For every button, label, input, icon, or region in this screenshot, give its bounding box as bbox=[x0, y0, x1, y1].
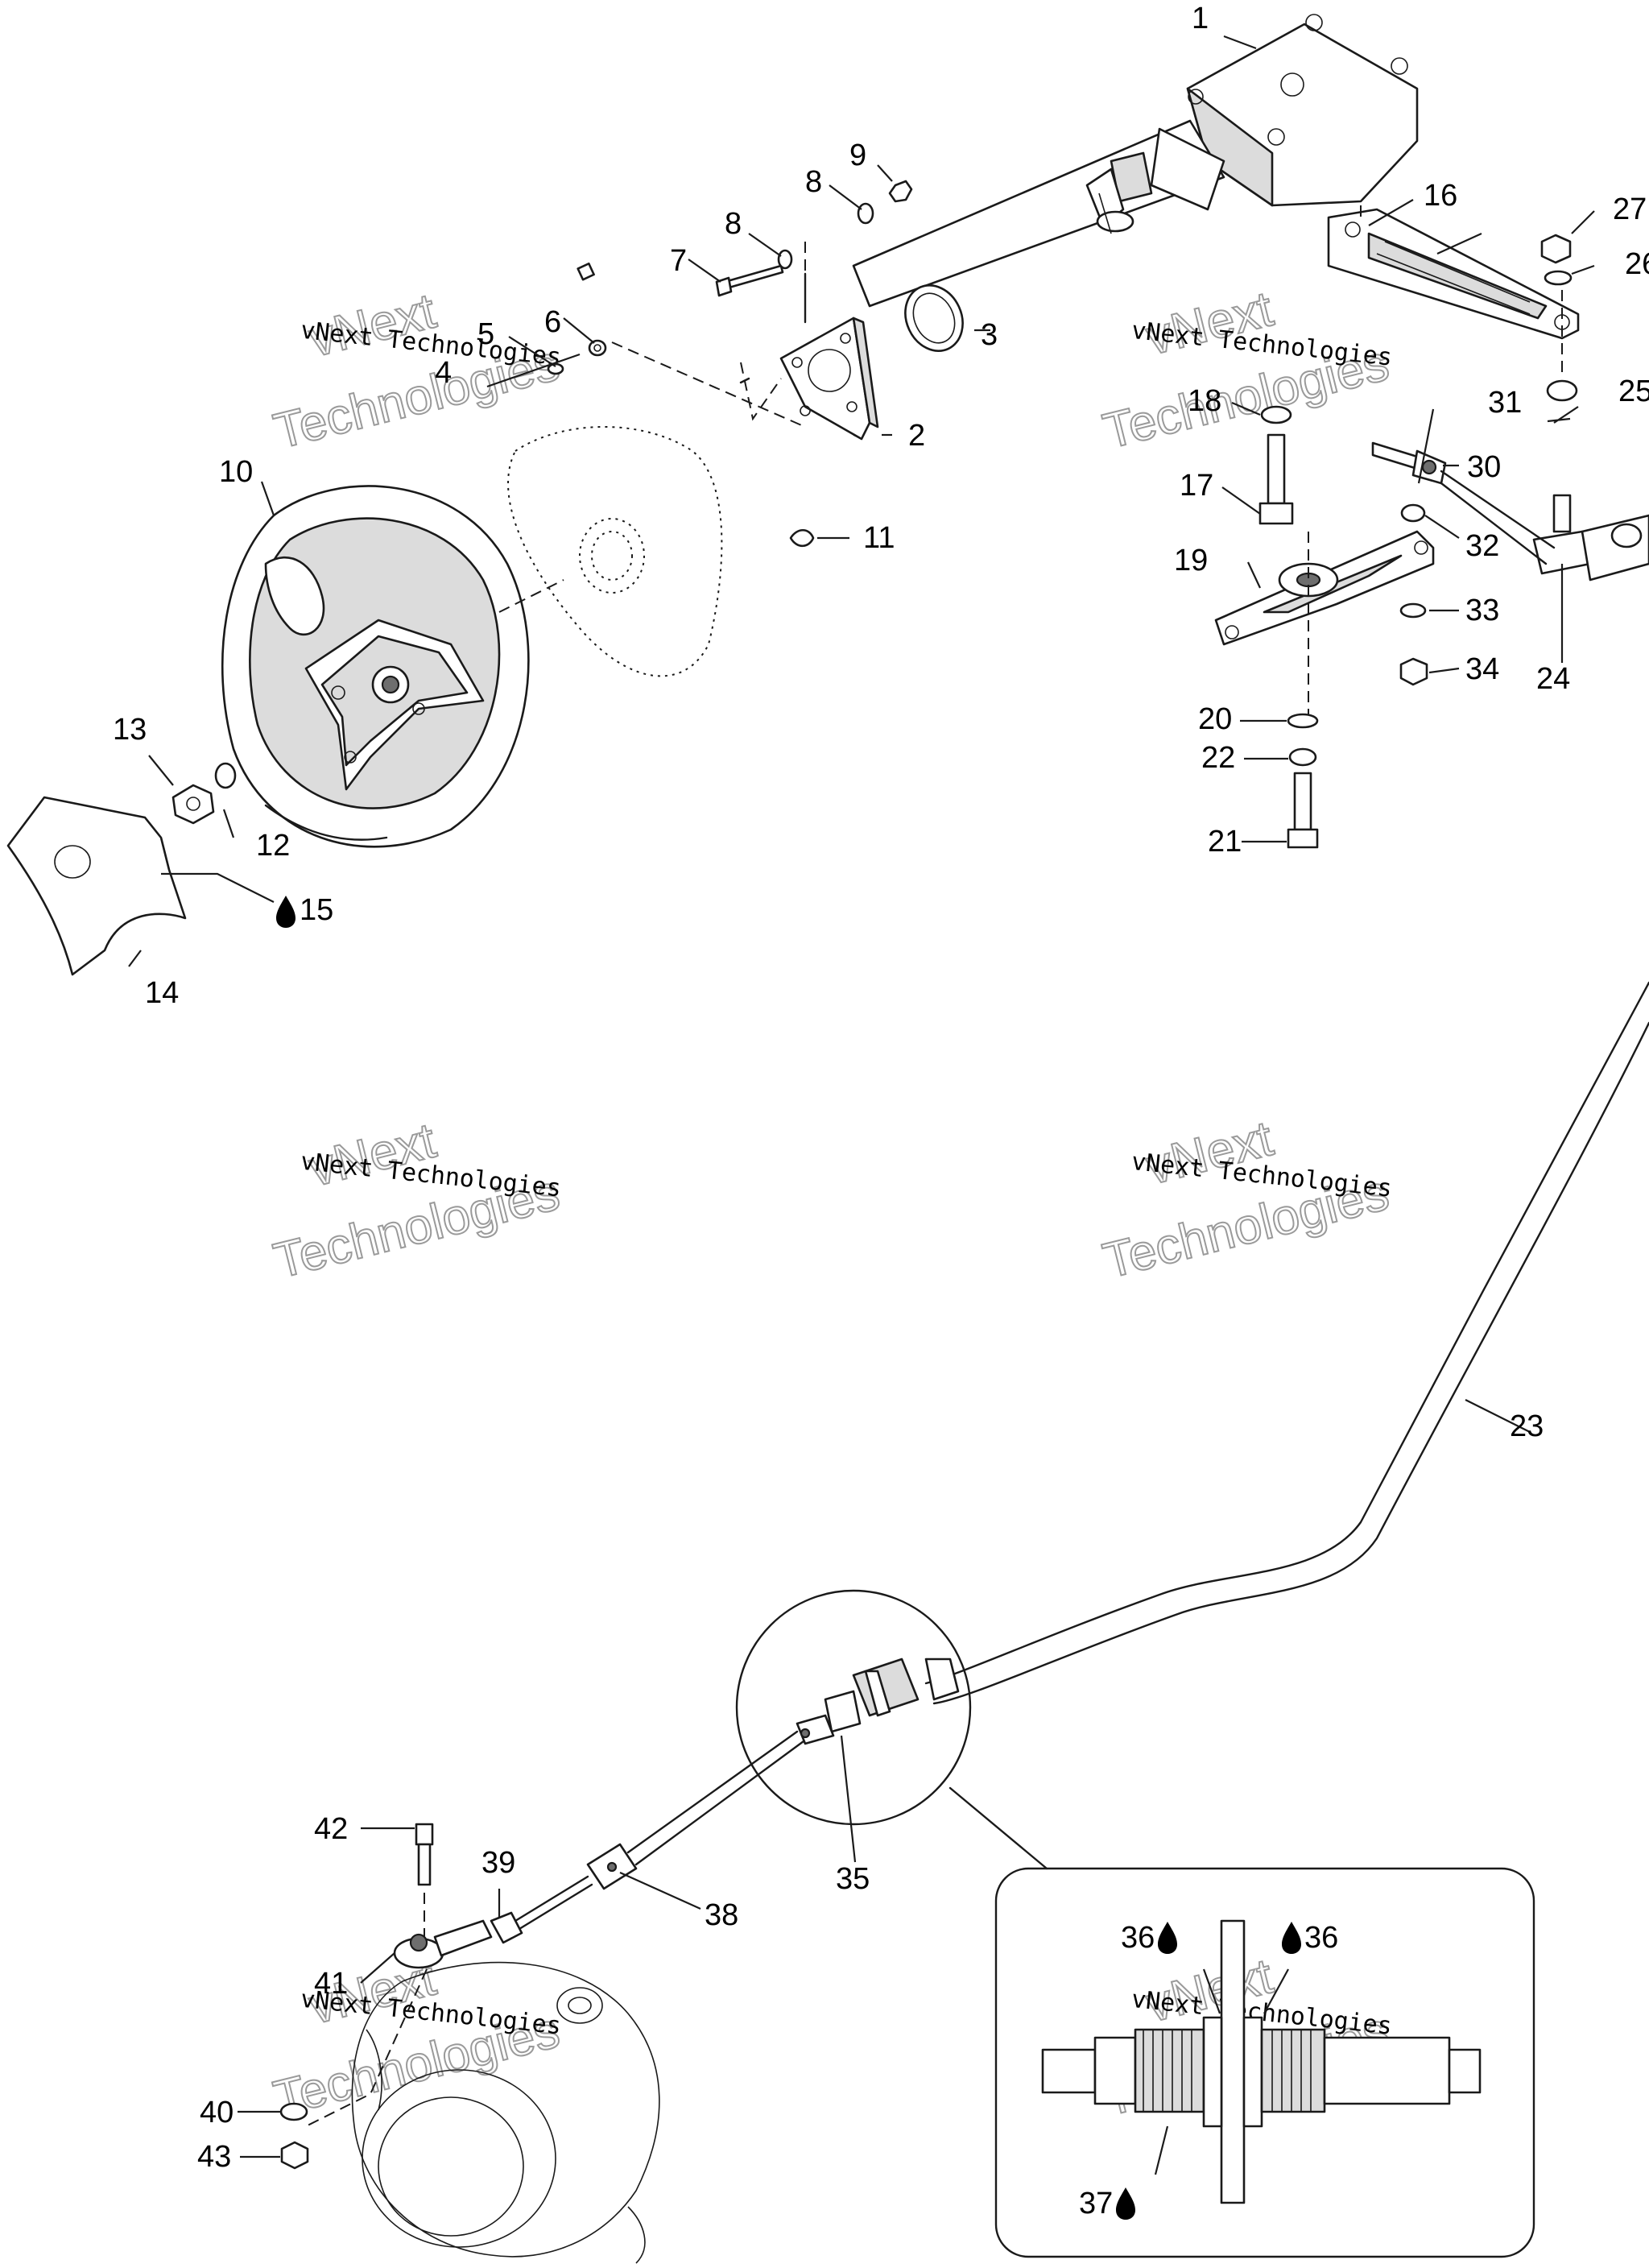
callout-2: 2 bbox=[908, 419, 925, 453]
oil-drop-icon bbox=[1158, 1922, 1177, 1954]
part-26-washer bbox=[1544, 270, 1573, 286]
part-13-nut bbox=[172, 784, 215, 825]
part-38-cable-rod bbox=[514, 1730, 805, 1931]
callout-15-group: 15 bbox=[276, 893, 333, 928]
callout-40: 40 bbox=[200, 2096, 234, 2129]
callout-7: 7 bbox=[670, 244, 687, 278]
ghost-outline bbox=[507, 426, 723, 677]
callout-37-group: 37 bbox=[1079, 2187, 1135, 2220]
callout-26: 26 bbox=[1625, 247, 1649, 281]
part-14-center-pad bbox=[6, 796, 187, 976]
part-39-jam-nut bbox=[490, 1911, 523, 1944]
callout-35: 35 bbox=[836, 1862, 870, 1896]
callout-18: 18 bbox=[1188, 384, 1221, 418]
callout-38: 38 bbox=[705, 1898, 738, 1932]
part-24-pivot bbox=[1532, 494, 1649, 581]
callout-9: 9 bbox=[849, 139, 866, 172]
callout-23: 23 bbox=[1510, 1409, 1544, 1443]
part-1-steering-column-housing bbox=[852, 14, 1419, 308]
part-16-bracket bbox=[1327, 205, 1580, 340]
part-21-bolt bbox=[1287, 772, 1319, 849]
callout-1: 1 bbox=[1192, 2, 1209, 35]
part-43-nut bbox=[280, 2141, 309, 2170]
callout-16: 16 bbox=[1424, 179, 1457, 213]
callout-8a: 8 bbox=[725, 207, 742, 241]
callout-21: 21 bbox=[1208, 825, 1242, 859]
callout-25: 25 bbox=[1618, 375, 1649, 408]
callout-30: 30 bbox=[1467, 450, 1501, 484]
callout-20: 20 bbox=[1198, 702, 1232, 736]
callout-14: 14 bbox=[145, 976, 179, 1010]
callout-19: 19 bbox=[1174, 544, 1208, 577]
part-40-washer bbox=[279, 2102, 308, 2121]
part-20-washer bbox=[1287, 713, 1319, 729]
part-42-bolt bbox=[415, 1823, 434, 1886]
callout-17: 17 bbox=[1180, 469, 1213, 503]
callout-43: 43 bbox=[197, 2140, 231, 2174]
callout-5: 5 bbox=[477, 317, 494, 351]
part-22-washer bbox=[1288, 747, 1317, 767]
callout-36b-group: 36 bbox=[1282, 1921, 1338, 1955]
callout-37: 37 bbox=[1079, 2187, 1113, 2220]
detail-circle bbox=[735, 1589, 972, 1826]
leader-lines bbox=[128, 35, 1595, 2158]
callout-42: 42 bbox=[314, 1812, 348, 1846]
part-11-key bbox=[789, 528, 815, 548]
part-32-washer bbox=[1400, 503, 1426, 523]
callout-4: 4 bbox=[435, 356, 452, 390]
hardware-4-9 bbox=[547, 180, 913, 428]
callout-41: 41 bbox=[314, 1967, 348, 2001]
part-10-steering-wheel bbox=[221, 485, 530, 848]
detail-box bbox=[948, 1786, 1535, 2258]
part-41-ball-joint bbox=[393, 1919, 493, 1969]
callout-32: 32 bbox=[1465, 529, 1499, 563]
callout-15: 15 bbox=[300, 893, 333, 927]
part-19-pitman-arm bbox=[1214, 530, 1435, 646]
oil-drop-icon bbox=[1282, 1922, 1301, 1954]
part-18-washer bbox=[1260, 405, 1292, 424]
callout-13: 13 bbox=[113, 713, 147, 747]
callout-22: 22 bbox=[1201, 741, 1235, 775]
part-17-bolt bbox=[1258, 433, 1294, 525]
part-33-washer bbox=[1399, 602, 1427, 619]
callout-10: 10 bbox=[219, 455, 253, 489]
oil-drop-icon bbox=[276, 896, 295, 928]
part-12-washer bbox=[214, 762, 237, 789]
callout-36a-group: 36 bbox=[1121, 1921, 1177, 1955]
callout-24: 24 bbox=[1536, 662, 1570, 696]
callout-34: 34 bbox=[1465, 652, 1499, 686]
part-23-steering-cable bbox=[924, 981, 1649, 1705]
callout-27: 27 bbox=[1613, 192, 1647, 226]
callout-36b: 36 bbox=[1304, 1921, 1338, 1955]
part-35-cable-end-fitting bbox=[796, 1658, 960, 1745]
part-34-nut bbox=[1399, 657, 1428, 686]
jet-pump-nozzle-outline bbox=[351, 1961, 660, 2264]
part-30-ball-joint bbox=[1371, 441, 1556, 565]
part-25-bushing bbox=[1546, 379, 1578, 402]
callout-36a: 36 bbox=[1121, 1921, 1155, 1955]
part-3-bushing bbox=[904, 284, 964, 352]
callout-11: 11 bbox=[863, 521, 895, 555]
callout-12: 12 bbox=[256, 829, 290, 863]
callout-8b: 8 bbox=[805, 165, 822, 199]
callout-39: 39 bbox=[481, 1846, 515, 1880]
oil-drop-icon bbox=[1116, 2187, 1135, 2220]
part-2-mounting-plate bbox=[779, 272, 879, 441]
callout-3: 3 bbox=[981, 318, 998, 352]
callout-6: 6 bbox=[544, 305, 561, 339]
callout-33: 33 bbox=[1465, 594, 1499, 627]
part-27-nut bbox=[1540, 234, 1572, 264]
callout-31: 31 bbox=[1488, 386, 1522, 420]
